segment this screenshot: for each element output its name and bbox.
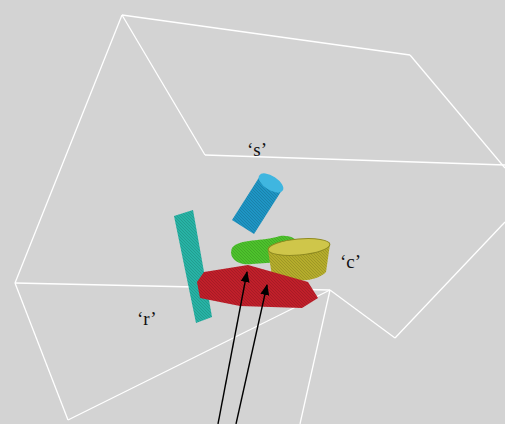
- part-label: ‘s’: [247, 140, 267, 159]
- part-label: ‘c’: [340, 252, 361, 271]
- wireframe-box: [15, 15, 505, 424]
- blue-cylinder: [232, 170, 287, 234]
- red-slab: [197, 265, 318, 308]
- teal-bar: [174, 210, 212, 323]
- leader-arrows: [218, 272, 267, 424]
- part-label: ‘r’: [137, 309, 157, 328]
